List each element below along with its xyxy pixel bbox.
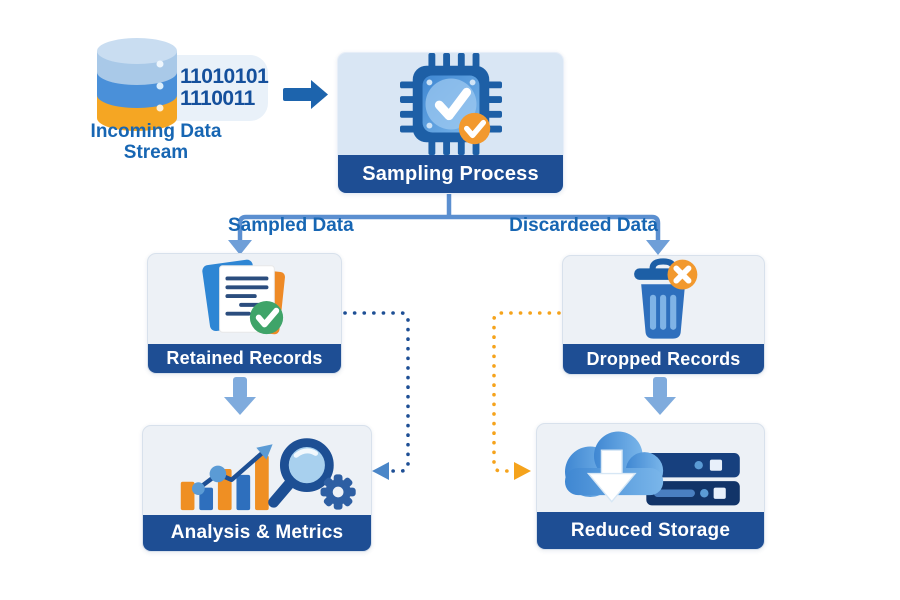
database-cylinders-icon [97, 38, 177, 131]
magnifier-icon [268, 437, 334, 508]
branch-label-sampled: Sampled Data [228, 215, 354, 236]
binary-line-2: 1110011 [180, 87, 255, 110]
flow-arrow-right-icon [283, 80, 329, 110]
download-arrow-icon [586, 449, 637, 503]
sampling-title-bar: Sampling Process [338, 155, 563, 193]
node-analysis-metrics: Analysis & Metrics [142, 425, 372, 552]
down-arrow-dropped-to-storage [644, 377, 676, 417]
sampling-node-body [338, 53, 563, 155]
retained-title-bar: Retained Records [148, 344, 341, 373]
binary-data-pill: 11010101 1110011 [152, 55, 269, 121]
node-reduced-storage: Reduced Storage [536, 423, 765, 550]
node-sampling-process: Sampling Process [337, 52, 564, 194]
dotted-orange-arrowhead [514, 462, 531, 480]
server-stack-icon [645, 453, 740, 506]
cloud-download-server-icon [564, 431, 740, 506]
storage-title-bar: Reduced Storage [537, 512, 764, 549]
analysis-node-body [143, 426, 371, 515]
orange-x-badge-icon [667, 259, 697, 290]
analysis-title-bar: Analysis & Metrics [143, 515, 371, 551]
branch-label-discarded: Discardeed Data [509, 215, 658, 236]
incoming-label-line2: Stream [123, 142, 189, 163]
retained-node-body [148, 254, 341, 344]
bar-chart-icon [180, 454, 269, 510]
incoming-label-line1: Incoming Data [90, 121, 222, 142]
trash-x-icon [633, 258, 697, 339]
incoming-stream-label: Incoming Data Stream [70, 121, 242, 163]
down-arrow-retained-to-analysis [224, 377, 256, 417]
node-retained-records: Retained Records [147, 253, 342, 374]
gear-icon [320, 473, 356, 510]
binary-line-1: 11010101 [180, 65, 269, 88]
chip-checkmark-icon [399, 53, 502, 155]
trend-line-icon [192, 443, 273, 495]
dropped-node-body [563, 256, 764, 344]
chart-magnifier-gear-icon [180, 437, 356, 510]
node-dropped-records: Dropped Records [562, 255, 765, 375]
branch-right-arrowhead [646, 240, 670, 255]
dotted-blue-arrowhead [372, 462, 389, 480]
documents-check-icon [201, 259, 285, 335]
orange-check-badge-icon [458, 112, 490, 145]
storage-node-body [537, 424, 764, 512]
dropped-title-bar: Dropped Records [563, 344, 764, 374]
database-icon [93, 36, 181, 132]
green-check-badge-icon [249, 300, 283, 335]
right-arrow-icon [283, 80, 328, 109]
